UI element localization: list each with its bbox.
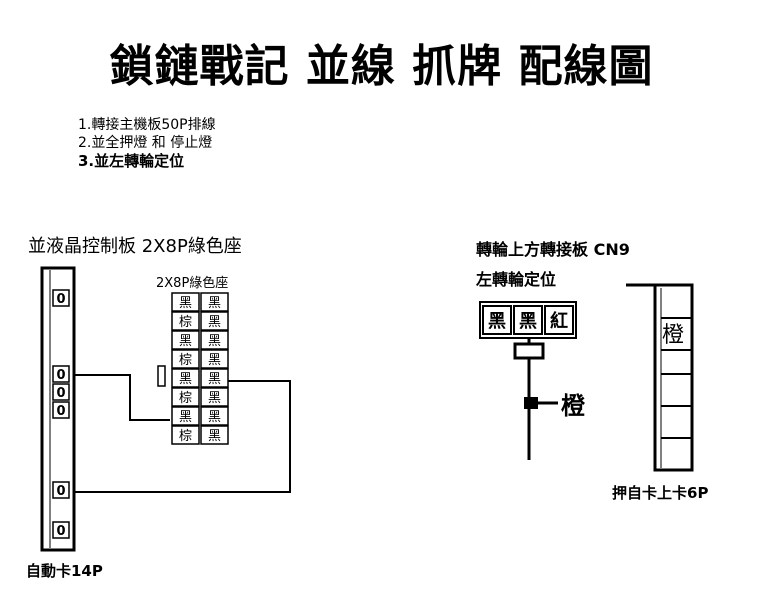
connector-pin-label: 黑 — [179, 334, 192, 349]
connector-cell-r4-c2 — [200, 349, 229, 369]
push-card-6p: 橙 — [626, 283, 694, 472]
connector-pin-label: 棕 — [179, 315, 192, 330]
cn9-wiring: 橙 — [513, 338, 586, 460]
auto-card-pin-glyph: 0 — [56, 404, 65, 419]
connector-pin-label: 黑 — [208, 296, 221, 311]
connector-cell-r2-c1 — [171, 311, 200, 331]
auto-card-pin-glyph: 0 — [56, 524, 65, 539]
wire-pin-row-5-right-to-rail — [74, 380, 291, 493]
connector-cell-r8-c1 — [171, 425, 200, 445]
page-title: 鎖鏈戰記 並線 抓牌 配線圖 — [109, 41, 654, 92]
connector-cell-r3-c1 — [171, 330, 200, 350]
auto-card-pin-2: 0 — [52, 365, 70, 383]
auto-card-pin-glyph: 0 — [56, 292, 65, 307]
connector-cell-r8-c2 — [200, 425, 229, 445]
connector-cell-r1-c2 — [200, 292, 229, 312]
connector-2x8p-label: 2X8P綠色座 — [156, 276, 229, 291]
connector-pin-label: 黑 — [208, 372, 221, 387]
instruction-step-3: 3.並左轉輪定位 — [78, 152, 185, 170]
auto-card-pin-4: 0 — [52, 401, 70, 419]
connector-cell-r7-c1 — [171, 406, 200, 426]
connector-cell-r6-c2 — [200, 387, 229, 407]
cn9-pin-2 — [513, 305, 543, 335]
connector-pin-label: 黑 — [208, 429, 221, 444]
cn9-pin-1 — [482, 305, 512, 335]
cn9-pin-label: 紅 — [550, 310, 568, 332]
connector-pin-label: 棕 — [179, 429, 192, 444]
connector-cell-r6-c1 — [171, 387, 200, 407]
left-reel-position-label: 左轉輪定位 — [476, 270, 557, 289]
connector-pin-label: 棕 — [179, 353, 192, 368]
cn9-heading: 轉輪上方轉接板 CN9 — [476, 240, 630, 259]
connector-pin-label: 黑 — [208, 353, 221, 368]
auto-card-pin-glyph: 0 — [56, 368, 65, 383]
connector-2x8p: 黑黑棕黑黑黑棕黑黑黑棕黑黑黑棕黑 — [171, 292, 229, 445]
connector-pin-label: 黑 — [208, 334, 221, 349]
push-card-pin-orange-label: 橙 — [662, 323, 684, 348]
auto-card-rail: 0 0 0 0 0 0 — [40, 266, 76, 552]
connector-pin-label: 棕 — [179, 391, 192, 406]
instruction-step-1: 1.轉接主機板50P排線 — [78, 117, 216, 133]
connector-pin-label: 黑 — [179, 410, 192, 425]
auto-card-pin-5: 0 — [52, 481, 70, 499]
connector-pin-label: 黑 — [179, 372, 192, 387]
instruction-step-2: 2.並全押燈 和 停止燈 — [78, 135, 213, 151]
auto-card-pin-3: 0 — [52, 383, 70, 401]
connector-pin-label: 黑 — [208, 410, 221, 425]
cn9-connector: 黑黑紅 — [479, 301, 577, 339]
connector-cell-r3-c2 — [200, 330, 229, 350]
cn9-pin-label: 黑 — [488, 311, 506, 332]
connector-pin-label: 黑 — [208, 315, 221, 330]
connector-cell-r1-c1 — [171, 292, 200, 312]
connector-cell-r2-c2 — [200, 311, 229, 331]
connector-cell-r7-c2 — [200, 406, 229, 426]
lcd-board-heading: 並液晶控制板 2X8P綠色座 — [28, 236, 242, 257]
auto-card-pin-1: 0 — [52, 289, 70, 307]
auto-card-pin-6: 0 — [52, 521, 70, 539]
auto-card-pin-glyph: 0 — [56, 484, 65, 499]
connector-cell-r5-c1 — [171, 368, 200, 388]
push-card-label: 押自卡上卡6P — [612, 484, 709, 502]
auto-card-pin-glyph: 0 — [56, 386, 65, 401]
splice-label-orange: 橙 — [561, 392, 586, 420]
cn9-pin-label: 黑 — [519, 311, 537, 332]
auto-card-label: 自動卡14P — [26, 562, 103, 580]
connector-cell-r5-c2 — [200, 368, 229, 388]
wire-rail-to-pin-row-7-left — [74, 374, 170, 421]
connector-pin-label: 黑 — [179, 296, 192, 311]
connector-cell-r4-c1 — [171, 349, 200, 369]
instruction-list: 1.轉接主機板50P排線 2.並全押燈 和 停止燈 3.並左轉輪定位 — [78, 116, 216, 170]
cn9-pin-3 — [544, 305, 574, 335]
left-wires — [74, 374, 291, 493]
connector-key-notch — [157, 365, 166, 387]
connector-pin-label: 黑 — [208, 391, 221, 406]
